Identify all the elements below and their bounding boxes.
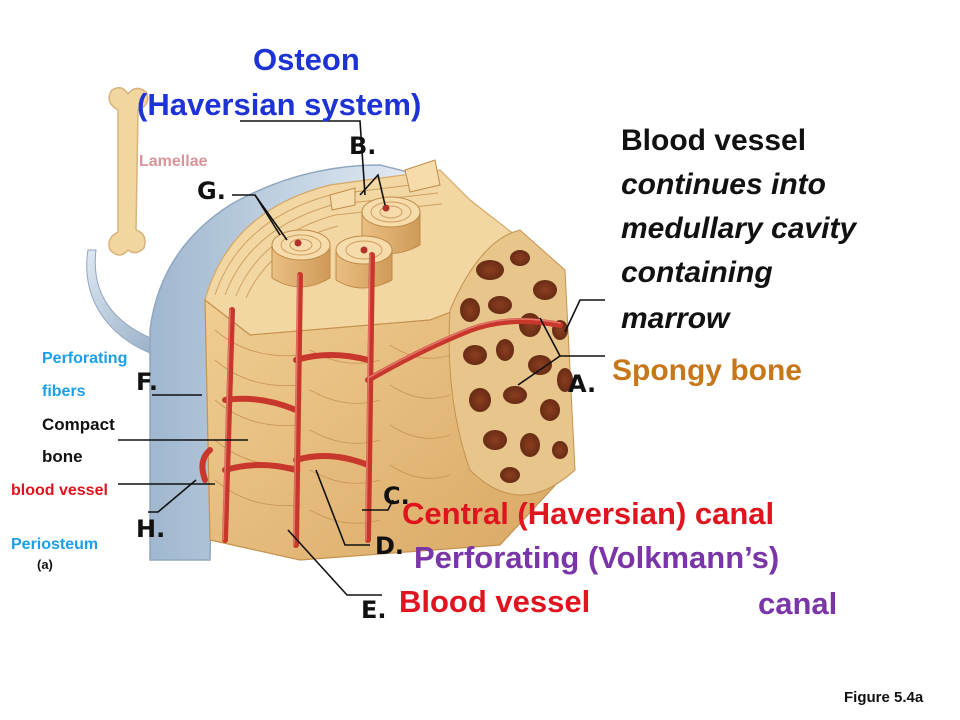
spongy-bone-label: Spongy bone bbox=[612, 354, 802, 387]
letter-g: G. bbox=[197, 177, 226, 205]
title-line-1: Osteon bbox=[253, 42, 360, 77]
title-line-2: (Haversian system) bbox=[137, 87, 422, 122]
letter-d: D. bbox=[375, 532, 405, 560]
marrow-text-5: marrow bbox=[621, 302, 730, 335]
blood-vessel-small-label: blood vessel bbox=[11, 482, 108, 499]
perforating-fibers-label-2: fibers bbox=[42, 383, 86, 400]
subfigure-label: (a) bbox=[37, 557, 53, 572]
letter-a: A. bbox=[568, 370, 597, 398]
marrow-text-2: continues into bbox=[621, 168, 826, 201]
letter-c: C. bbox=[383, 482, 410, 510]
letter-f: F. bbox=[136, 368, 158, 396]
compact-bone-label-1: Compact bbox=[42, 415, 115, 434]
central-canal-label: Central (Haversian) canal bbox=[402, 496, 775, 531]
perforating-canal-label: Perforating (Volkmann’s) bbox=[414, 540, 780, 575]
blood-vessels bbox=[199, 252, 563, 548]
osteon-cylinder-middle bbox=[335, 235, 393, 289]
lamellae-label: Lamellae bbox=[139, 153, 208, 170]
figure-number: Figure 5.4a bbox=[844, 689, 924, 706]
letter-h: H. bbox=[136, 515, 166, 543]
periosteum-label: Periosteum bbox=[11, 536, 99, 553]
letter-b: B. bbox=[349, 132, 377, 160]
osteon-cylinder-g bbox=[271, 229, 331, 288]
marrow-text-4: containing bbox=[621, 256, 773, 289]
lamellae-peel bbox=[329, 159, 441, 211]
long-bone-icon bbox=[108, 87, 149, 256]
canal-label: canal bbox=[758, 586, 838, 621]
letter-e: E. bbox=[361, 596, 387, 624]
blood-vessel-label: Blood vessel bbox=[399, 584, 591, 619]
marrow-text-3: medullary cavity bbox=[621, 212, 857, 245]
perforating-fibers-label-1: Perforating bbox=[42, 350, 128, 367]
compact-bone-label-2: bone bbox=[42, 447, 83, 466]
marrow-text-1: Blood vessel bbox=[621, 124, 807, 157]
blood-vessels-highlight bbox=[222, 254, 561, 546]
